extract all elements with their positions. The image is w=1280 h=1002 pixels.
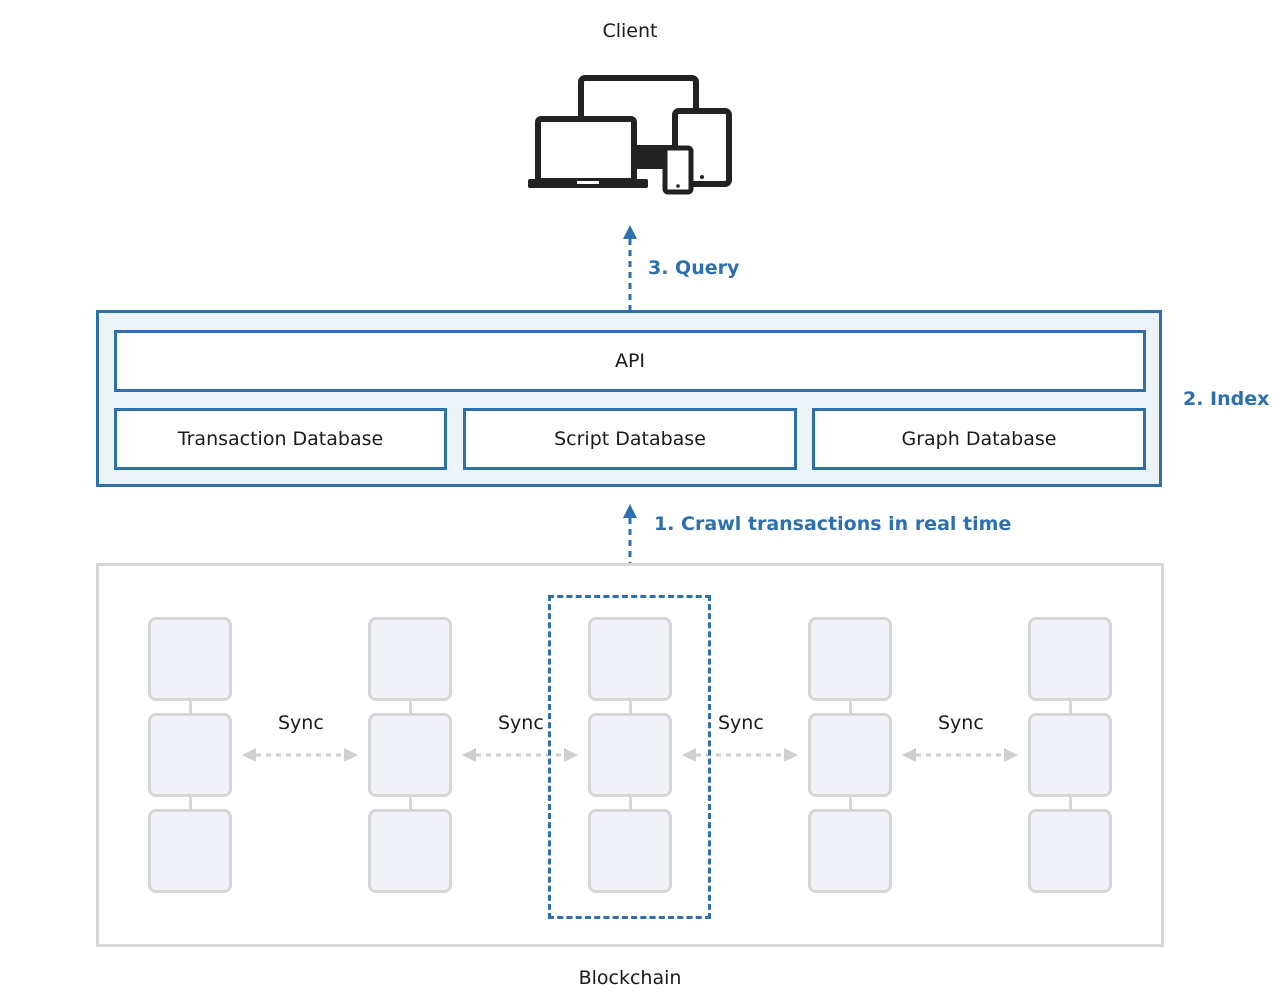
- query-step-label: 3. Query: [648, 257, 740, 279]
- block: [588, 617, 672, 701]
- sync-arrow: [902, 748, 1018, 762]
- index-step-label: 2. Index: [1183, 388, 1270, 410]
- chain-link: [189, 797, 192, 809]
- chain-link: [1069, 797, 1072, 809]
- crawled-node-highlight: [548, 595, 711, 919]
- script-database-box: Script Database: [463, 408, 797, 470]
- chain-link: [409, 701, 412, 713]
- sync-label: Sync: [718, 712, 764, 734]
- block: [808, 713, 892, 797]
- query-arrow: [623, 225, 637, 311]
- block: [808, 809, 892, 893]
- api-label: API: [614, 350, 646, 372]
- chain-link: [409, 797, 412, 809]
- block: [148, 809, 232, 893]
- block: [1028, 617, 1112, 701]
- script-database-label: Script Database: [554, 428, 706, 450]
- client-label: Client: [602, 20, 658, 42]
- crawl-arrow: [623, 504, 637, 596]
- block: [148, 617, 232, 701]
- blockchain-label: Blockchain: [578, 967, 682, 989]
- chain-link: [189, 701, 192, 713]
- block: [368, 809, 452, 893]
- graph-database-box: Graph Database: [812, 408, 1146, 470]
- api-box: API: [114, 330, 1146, 392]
- block: [588, 713, 672, 797]
- block: [1028, 809, 1112, 893]
- block: [148, 713, 232, 797]
- chain-link: [629, 701, 632, 713]
- graph-database-label: Graph Database: [901, 428, 1057, 450]
- chain-link: [629, 797, 632, 809]
- chain-link: [849, 797, 852, 809]
- transaction-database-box: Transaction Database: [114, 408, 447, 470]
- block: [808, 617, 892, 701]
- sync-label: Sync: [938, 712, 984, 734]
- devices-icon: [528, 75, 732, 195]
- sync-label: Sync: [278, 712, 324, 734]
- crawl-step-label: 1. Crawl transactions in real time: [654, 513, 1012, 535]
- block: [368, 713, 452, 797]
- sync-arrow: [242, 748, 358, 762]
- sync-label: Sync: [498, 712, 544, 734]
- transaction-database-label: Transaction Database: [177, 428, 384, 450]
- block: [1028, 713, 1112, 797]
- chain-link: [849, 701, 852, 713]
- chain-link: [1069, 701, 1072, 713]
- block: [588, 809, 672, 893]
- block: [368, 617, 452, 701]
